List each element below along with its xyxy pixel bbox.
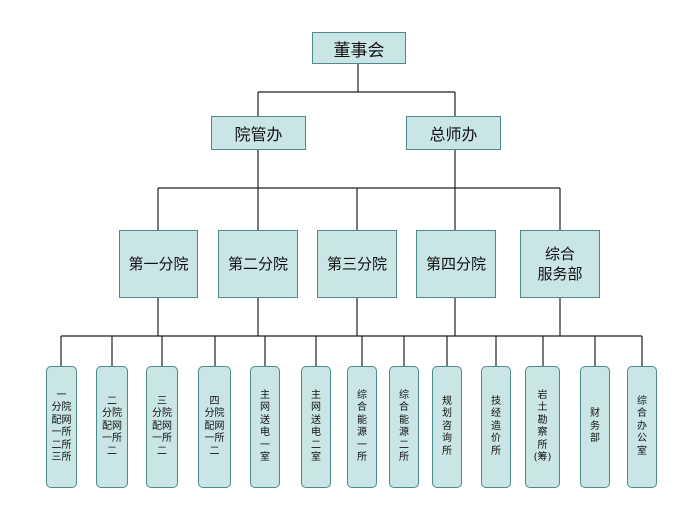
unit-label: 四 分院 配网 一所 二 <box>204 395 225 457</box>
division-label: 综合 服务部 <box>537 245 583 283</box>
unit-box-9: 规 划 咨 询 所 <box>432 366 462 488</box>
office-label: 总师办 <box>429 125 478 144</box>
unit-box-10: 技 经 造 价 所 <box>481 366 511 488</box>
unit-label: 主 网 送 电 一 室 <box>260 389 270 464</box>
division-box-4: 第四分院 <box>416 230 496 298</box>
unit-label: 规 划 咨 询 所 <box>442 395 452 457</box>
unit-label: 综 合 能 源 二 所 <box>399 389 409 464</box>
unit-box-2: 二 分院 配网 一所 二 <box>96 366 128 488</box>
unit-box-12: 财 务 部 <box>580 366 610 488</box>
division-box-3: 第三分院 <box>317 230 397 298</box>
unit-label: 财 务 部 <box>590 408 600 445</box>
division-box-2: 第二分院 <box>218 230 298 298</box>
unit-label: 综 合 办 公 室 <box>637 395 647 457</box>
division-label: 第一分院 <box>128 255 189 273</box>
board-label: 董事会 <box>333 40 385 61</box>
unit-box-5: 主 网 送 电 一 室 <box>250 366 280 488</box>
division-label: 第二分院 <box>227 255 288 273</box>
unit-box-4: 四 分院 配网 一所 二 <box>198 366 231 488</box>
unit-box-8: 综 合 能 源 二 所 <box>389 366 419 488</box>
office-label: 院管办 <box>234 125 283 144</box>
unit-label: 技 经 造 价 所 <box>491 395 501 457</box>
division-label: 第四分院 <box>425 255 486 273</box>
unit-box-11: 岩 土 勘 察 所 (筹) <box>525 366 560 488</box>
unit-box-3: 三 分院 配网 一所 二 <box>146 366 178 488</box>
board-box: 董事会 <box>312 32 406 64</box>
unit-box-13: 综 合 办 公 室 <box>627 366 657 488</box>
office-box-2: 总师办 <box>406 116 501 150</box>
office-box-1: 院管办 <box>211 116 306 150</box>
unit-box-6: 主 网 送 电 二 室 <box>301 366 331 488</box>
unit-label: 岩 土 勘 察 所 (筹) <box>533 389 552 464</box>
unit-label: 主 网 送 电 二 室 <box>311 389 321 464</box>
unit-label: 一 分院 配网 一所 二所 三所 <box>51 389 72 464</box>
division-label: 第三分院 <box>326 255 387 273</box>
unit-label: 综 合 能 源 一 所 <box>357 389 367 464</box>
division-box-1: 第一分院 <box>119 230 198 298</box>
unit-label: 二 分院 配网 一所 二 <box>102 395 122 457</box>
unit-box-7: 综 合 能 源 一 所 <box>347 366 377 488</box>
division-box-5: 综合 服务部 <box>520 230 600 298</box>
unit-label: 三 分院 配网 一所 二 <box>152 395 172 457</box>
unit-box-1: 一 分院 配网 一所 二所 三所 <box>46 366 77 488</box>
